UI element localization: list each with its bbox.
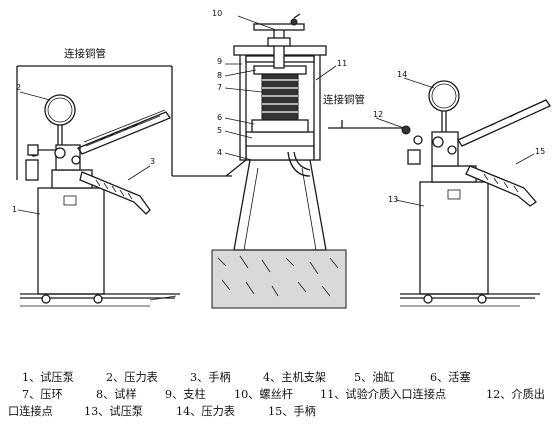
left-pump-body (37, 187, 105, 295)
screw-nut (267, 37, 291, 47)
legend-item: 口连接点 (8, 405, 53, 418)
callout-5: 5 (217, 126, 222, 135)
right-handle (457, 99, 551, 147)
callout-6: 6 (217, 113, 222, 122)
legend-item: 11、试验介质入口连接点 (320, 388, 447, 401)
callout-14: 14 (397, 70, 407, 79)
legend-item: 12、介质出 (486, 388, 545, 401)
leader-lines (17, 15, 535, 215)
right-column (313, 53, 321, 161)
legend-item: 14、压力表 (176, 405, 235, 418)
legend-item: 2、压力表 (106, 371, 158, 384)
callout-4: 4 (217, 148, 222, 157)
piston (251, 119, 309, 133)
legend-item: 5、油缸 (354, 371, 395, 384)
left-pressure-gauge (44, 94, 76, 126)
legend-item: 9、支柱 (165, 388, 206, 401)
screw-rod (273, 27, 285, 69)
callout-8: 8 (217, 71, 222, 80)
legend-item: 8、试样 (96, 388, 137, 401)
callout-9: 9 (217, 57, 222, 66)
medium-outlet-connection (401, 125, 411, 135)
right-handle-grip (465, 165, 537, 207)
left-pump-unit (16, 65, 232, 307)
left-column (239, 53, 247, 161)
right-pump-body (419, 181, 489, 295)
callout-3: 3 (150, 157, 155, 166)
handwheel (253, 23, 305, 31)
callout-10: 10 (212, 9, 222, 18)
legend-item: 7、压环 (22, 388, 63, 401)
main-machine (211, 13, 347, 309)
callout-11: 11 (337, 59, 347, 68)
foundation-block (211, 249, 347, 309)
legend-item: 4、主机支架 (263, 371, 327, 384)
callout-2: 2 (16, 83, 21, 92)
callout-1: 1 (12, 205, 17, 214)
legend-item: 10、螺丝杆 (234, 388, 293, 401)
parts-legend: 1、试压泵 2、压力表 3、手柄 4、主机支架 5、油缸 6、活塞 7、压环 8… (0, 345, 558, 424)
apparatus-diagram: 连接铜管 连接铜管 2 3 1 10 9 8 7 6 5 4 11 12 14 … (12, 9, 551, 309)
right-pressure-gauge (428, 80, 460, 112)
legend-item: 1、试压泵 (22, 371, 74, 384)
left-pump-valve-knob (54, 147, 66, 159)
legend-item: 13、试压泵 (84, 405, 143, 418)
left-handle (77, 111, 171, 155)
callout-12: 12 (373, 110, 383, 119)
legend-item: 6、活塞 (430, 371, 471, 384)
right-pump-unit (341, 80, 551, 307)
callout-7: 7 (217, 83, 222, 92)
main-stand (233, 159, 327, 251)
pipe-label-right: 连接铜管 (323, 93, 365, 106)
left-pump-nameplate (63, 195, 77, 206)
callout-15: 15 (535, 147, 545, 156)
callout-13: 13 (388, 195, 398, 204)
legend-item: 3、手柄 (190, 371, 231, 384)
pipe-label-left: 连接铜管 (64, 47, 106, 60)
right-pump-nameplate (447, 189, 461, 200)
legend-item: 15、手柄 (268, 405, 316, 418)
